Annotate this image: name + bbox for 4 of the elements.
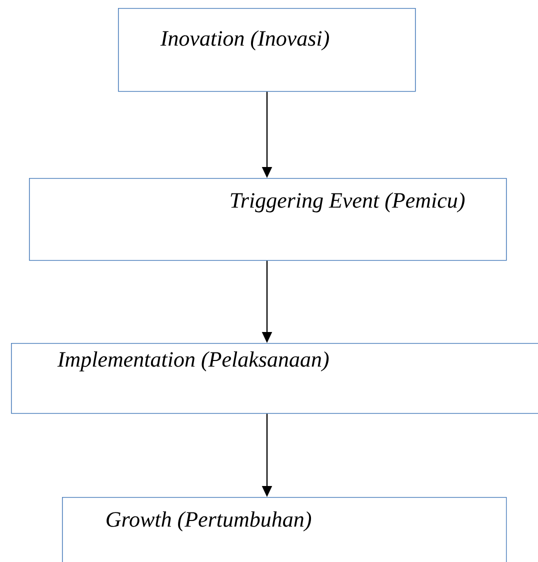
process-box: Growth (Pertumbuhan) [62,497,507,562]
process-box: Implementation (Pelaksanaan) [11,343,538,414]
process-box: Inovation (Inovasi) [118,8,416,92]
process-box: Triggering Event (Pemicu) [29,178,507,261]
